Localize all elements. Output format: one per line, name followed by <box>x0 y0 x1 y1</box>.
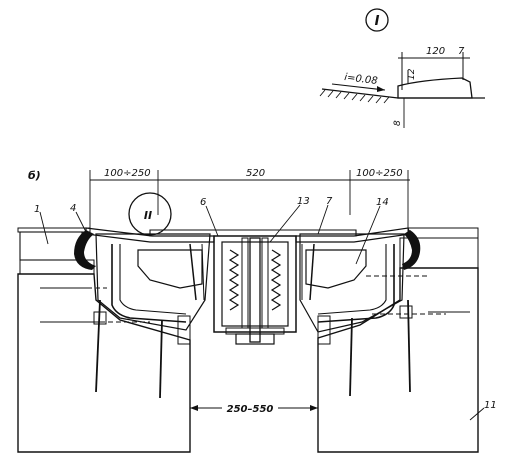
center-plate-6 <box>149 229 357 237</box>
spring-box-13 <box>213 235 297 333</box>
detail-I-marker: I <box>375 14 380 29</box>
dim-gap: 250–550 <box>227 404 274 415</box>
slope-arrow <box>331 83 386 91</box>
right-cavity <box>299 233 405 333</box>
callout-1: 1 <box>34 204 40 215</box>
right-abutment <box>317 267 479 453</box>
section-b-label: б) <box>28 169 41 182</box>
detail-II-circle <box>128 192 172 236</box>
left-seal-4 <box>74 230 96 270</box>
callout-14: 14 <box>376 197 389 208</box>
anchor-bars <box>40 275 470 323</box>
dim-8: 8 <box>393 120 403 126</box>
springs <box>228 249 282 311</box>
left-cavity <box>95 233 211 331</box>
dim-120: 120 <box>426 46 445 57</box>
callout-7-detail: 7 <box>458 46 465 57</box>
callout-6: 6 <box>200 197 206 208</box>
callout-7: 7 <box>326 196 333 207</box>
dim-right: 100÷250 <box>356 168 403 179</box>
right-bracket-14 <box>305 249 367 289</box>
detail-I: I 120 7 12 i=0.08 8 <box>319 8 485 128</box>
callout-4: 4 <box>70 203 76 214</box>
asphalt-block-1 <box>19 231 83 261</box>
dim-left: 100÷250 <box>104 168 151 179</box>
left-abutment <box>17 273 191 453</box>
dim-center: 520 <box>246 168 265 179</box>
right-pavement <box>407 227 479 239</box>
detail-I-circle <box>365 8 389 32</box>
slope-label: i=0.08 <box>344 72 379 87</box>
dim-12: 12 <box>407 68 417 80</box>
callout-13: 13 <box>297 196 310 207</box>
callout-11: 11 <box>484 400 497 411</box>
ramp-element-7 <box>397 77 473 99</box>
anchor-rods <box>95 299 411 399</box>
right-seal <box>402 230 421 270</box>
detail-II-marker: II <box>144 209 152 222</box>
center-rod <box>249 237 261 343</box>
section-b: б) 100÷250 520 100÷250 <box>17 168 497 453</box>
